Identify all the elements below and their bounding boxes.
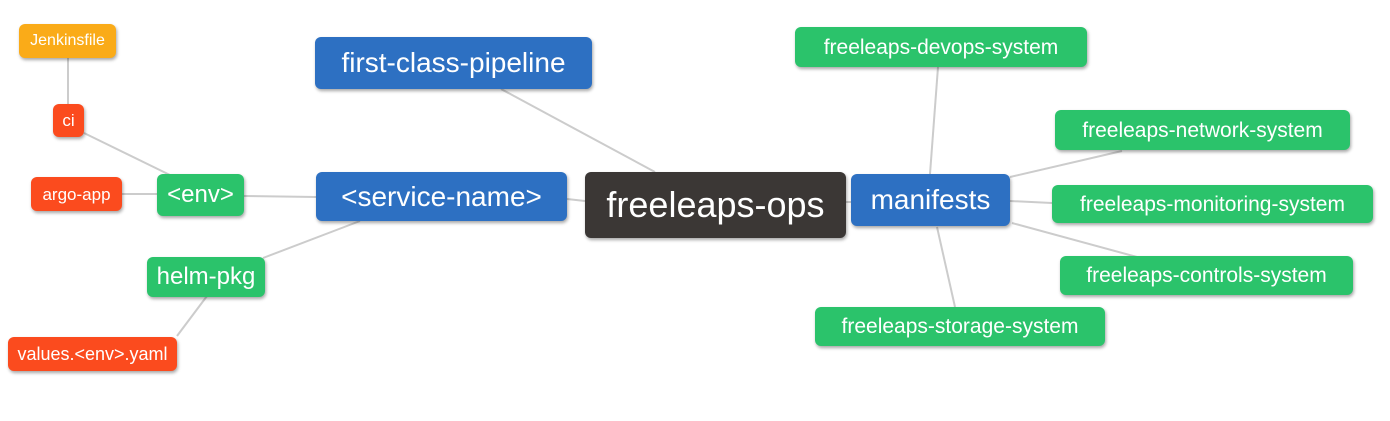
connector-service-ops [566,198,586,202]
connector-values-yaml-helm-pkg [176,295,208,337]
mindmap-node-service[interactable]: <service-name> [316,172,567,221]
connector-ci-env [83,132,173,177]
mindmap-node-pipeline[interactable]: first-class-pipeline [315,37,592,89]
mindmap-node-network[interactable]: freeleaps-network-system [1055,110,1350,150]
mindmap-node-ci[interactable]: ci [53,104,84,137]
mindmap-node-argo-app[interactable]: argo-app [31,177,122,211]
mindmap-node-storage[interactable]: freeleaps-storage-system [815,307,1105,346]
connector-manifests-monitoring [1009,200,1053,204]
connector-manifests-devops [929,66,939,175]
connector-helm-pkg-service [262,220,361,259]
mindmap-node-monitoring[interactable]: freeleaps-monitoring-system [1052,185,1373,223]
mindmap-node-jenkinsfile[interactable]: Jenkinsfile [19,24,116,58]
connector-manifests-controls [1011,222,1138,258]
mindmap-node-values-yaml[interactable]: values.<env>.yaml [8,337,177,371]
mindmap-node-devops[interactable]: freeleaps-devops-system [795,27,1087,67]
connector-manifests-network [1009,150,1123,178]
mindmap-node-env[interactable]: <env> [157,174,244,216]
mindmap-node-ops[interactable]: freeleaps-ops [585,172,846,238]
connector-manifests-storage [936,226,956,308]
connector-pipeline-ops [500,88,656,173]
mindmap-node-manifests[interactable]: manifests [851,174,1010,226]
mindmap-node-controls[interactable]: freeleaps-controls-system [1060,256,1353,295]
mindmap-node-helm-pkg[interactable]: helm-pkg [147,257,265,297]
connector-env-service [243,195,317,198]
